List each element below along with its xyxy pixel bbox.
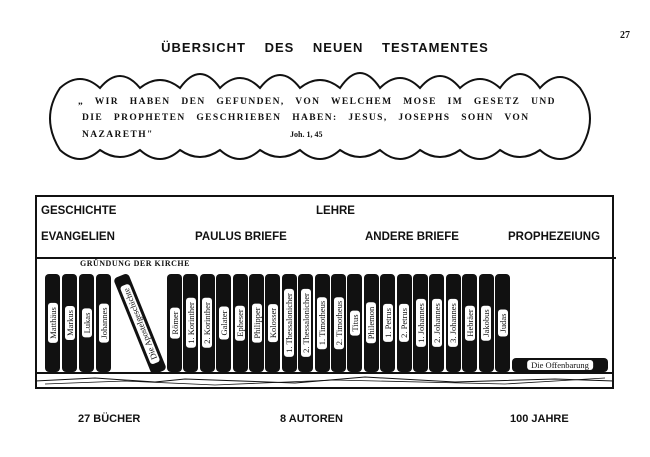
book-epistle: 1. Petrus	[380, 274, 396, 372]
book-epistle: 2. Johannes	[429, 274, 445, 372]
heading-geschichte: GESCHICHTE	[41, 205, 117, 217]
book-title: 1. Johannes	[415, 299, 426, 347]
cloud-outline	[49, 72, 591, 160]
book-epistle: 2. Korinther	[199, 274, 215, 372]
quote-line-1: „ WIR HABEN DEN GEFUNDEN, VON WELCHEM MO…	[78, 97, 556, 107]
book-epistle: 2. Thessalonicher	[298, 274, 314, 372]
book-title: 2. Timotheus	[333, 296, 344, 350]
book-title: Lukas	[81, 308, 92, 338]
book-epistle: Hebräer	[462, 274, 478, 372]
book-epistle: Epheser	[232, 274, 248, 372]
cloud-illustration	[49, 72, 591, 160]
book-revelation: Die Offenbarung	[512, 358, 608, 372]
book-title: Judas	[497, 309, 508, 337]
book-epistle: 3. Johannes	[445, 274, 461, 372]
book-title: Römer	[169, 307, 180, 339]
heading-prophezeiung: PROPHEZEIUNG	[508, 231, 601, 243]
header-divider	[35, 257, 616, 259]
heading-evangelien: EVANGELIEN	[41, 231, 115, 243]
book-title: Matthäus	[47, 303, 58, 343]
book-title: 2. Thessalonicher	[300, 289, 311, 357]
wooden-shelf	[35, 372, 614, 389]
book-epistle: Kolosser	[265, 274, 281, 372]
book-epistle: Galater	[216, 274, 232, 372]
book-title: Galater	[218, 306, 229, 340]
book-title: Johannes	[98, 303, 109, 343]
heading-paulus-briefe: PAULUS BRIEFE	[195, 231, 287, 243]
quote-line-3: NAZARETH"	[82, 130, 154, 140]
book-title: 1. Thessalonicher	[284, 289, 295, 357]
book-gospel: Matthäus	[45, 274, 60, 372]
book-epistle: 1. Korinther	[183, 274, 199, 372]
book-gospel: Markus	[62, 274, 77, 372]
quote-line-2: DIE PROPHETEN GESCHRIEBEN HABEN: JESUS, …	[82, 113, 530, 123]
book-title: Kolosser	[267, 303, 278, 343]
book-epistle: Philemon	[363, 274, 379, 372]
book-epistle: Römer	[167, 274, 182, 372]
book-epistle: Judas	[495, 274, 510, 372]
page-number: 27	[620, 30, 630, 41]
footer-years: 100 JAHRE	[510, 413, 569, 425]
book-title: 2. Johannes	[431, 299, 442, 347]
book-title: Philipper	[251, 303, 262, 343]
book-epistle: Titus	[347, 274, 363, 372]
book-epistle: 2. Timotheus	[331, 274, 346, 372]
book-epistle: 1. Johannes	[413, 274, 428, 372]
book-gospel: Lukas	[79, 274, 94, 372]
page-title: ÜBERSICHT DES NEUEN TESTAMENTES	[161, 40, 489, 55]
book-epistle: Philipper	[249, 274, 264, 372]
book-title: 1. Timotheus	[317, 296, 328, 350]
book-title: Jakobus	[481, 305, 492, 341]
book-epistle: Jakobus	[478, 274, 494, 372]
book-title: 2. Korinther	[202, 298, 213, 348]
book-epistle: 1. Timotheus	[314, 274, 330, 372]
quote-reference: Joh. 1, 45	[290, 130, 323, 139]
book-epistle: 2. Petrus	[396, 274, 412, 372]
book-gospel: Johannes	[96, 274, 111, 372]
book-title: Markus	[64, 306, 75, 340]
book-title: Epheser	[235, 305, 246, 341]
heading-lehre: LEHRE	[316, 205, 355, 217]
book-title: 3. Johannes	[448, 299, 459, 347]
book-title: Die Offenbarung	[527, 360, 593, 370]
book-title: 1. Petrus	[382, 304, 393, 342]
church-founding-label: GRÜNDUNG DER KIRCHE	[80, 259, 190, 268]
footer-author-count: 8 AUTOREN	[280, 413, 343, 425]
book-title: Hebräer	[464, 305, 475, 341]
book-epistle: 1. Thessalonicher	[281, 274, 297, 372]
book-title: 1. Korinther	[185, 298, 196, 348]
heading-andere-briefe: ANDERE BRIEFE	[365, 231, 459, 243]
footer-book-count: 27 BÜCHER	[78, 413, 141, 425]
book-title: 2. Petrus	[399, 304, 410, 342]
book-title: Philemon	[366, 302, 377, 344]
book-title: Titus	[349, 310, 360, 336]
